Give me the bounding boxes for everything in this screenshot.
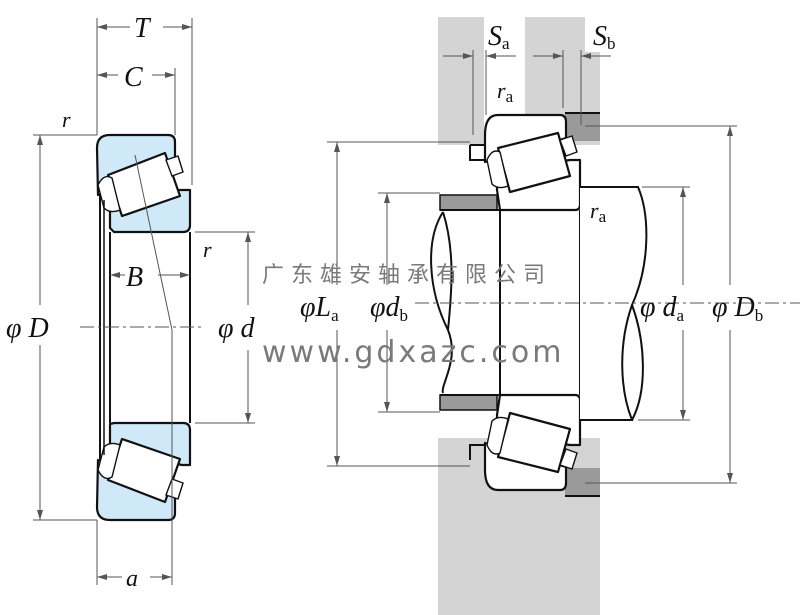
label-phi-La: φLa xyxy=(300,292,339,325)
label-phi-d: φ d xyxy=(218,313,255,344)
label-phi-da: φ da xyxy=(640,292,685,325)
cage xyxy=(486,416,509,455)
watermark-company: 广 东 雄 安 轴 承 有 限 公 司 xyxy=(262,263,545,288)
arrow-icon xyxy=(553,53,591,59)
cage xyxy=(165,478,184,500)
housing-shoulder xyxy=(469,145,485,161)
arrow-icon xyxy=(97,24,192,30)
shaft-break-line xyxy=(442,211,453,331)
arrow-icon xyxy=(110,272,190,278)
watermark-url: www.gdxazc.com xyxy=(262,335,564,370)
cage xyxy=(559,448,578,470)
label-phi-Db: φ Db xyxy=(712,292,763,325)
housing-spacer-lower xyxy=(565,468,600,496)
label-r-a-shaft: ra xyxy=(590,198,607,226)
cage xyxy=(165,155,184,177)
label-r-inner: r xyxy=(203,237,212,262)
mounted-bearing-upper xyxy=(469,113,582,212)
shaft-right-section xyxy=(580,186,648,421)
label-T: T xyxy=(134,13,152,44)
arrow-icon xyxy=(463,53,496,59)
shaft-spacer-lower xyxy=(439,394,498,411)
label-S-a: Sa xyxy=(488,21,510,53)
watermark: 广 东 雄 安 轴 承 有 限 公 司 www.gdxazc.com xyxy=(262,263,564,370)
mounted-bearing-lower xyxy=(469,393,582,492)
roller-axis-line xyxy=(134,154,173,331)
label-phi-D: φ D xyxy=(6,313,49,344)
cage xyxy=(486,150,509,189)
shaft-break-line xyxy=(631,304,644,421)
label-bg xyxy=(585,17,605,52)
housing-upper-left xyxy=(438,17,484,145)
mounting-view: Sa Sb ra xyxy=(300,17,800,615)
bearing-section-view: T C r xyxy=(6,13,255,592)
housing-shoulder xyxy=(469,444,485,460)
label-bg xyxy=(484,17,525,57)
cage xyxy=(559,135,578,157)
bearing-upper-half xyxy=(95,133,192,234)
shaft-break-line xyxy=(430,211,453,394)
shaft-spacer-upper xyxy=(439,194,498,211)
label-B: B xyxy=(126,262,143,293)
label-S-b: Sb xyxy=(593,21,616,53)
label-phi-db: φdb xyxy=(370,292,408,325)
label-a: a xyxy=(126,566,138,592)
label-r-outer: r xyxy=(62,107,71,132)
bearing-lower-half xyxy=(95,421,192,522)
label-r-a-top: ra xyxy=(497,78,514,106)
label-C: C xyxy=(124,62,143,93)
label-bg xyxy=(495,75,525,105)
